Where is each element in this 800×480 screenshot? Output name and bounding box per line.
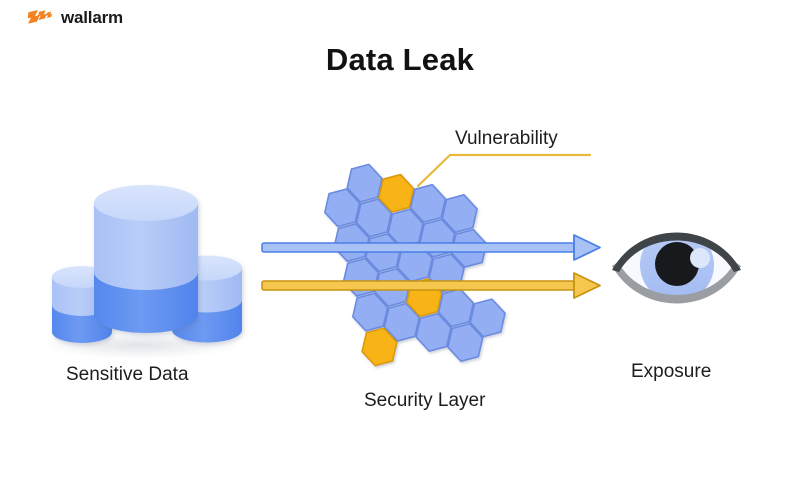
security-layer-label: Security Layer (364, 390, 486, 411)
breached-hexagon (361, 327, 398, 367)
vulnerability-callout-leader (416, 153, 592, 188)
database-cylinder-large (94, 185, 198, 333)
hexagon-mesh-icon (324, 163, 506, 367)
sensitive-data-label: Sensitive Data (66, 364, 189, 385)
brand-logo: wallarm (28, 8, 123, 26)
leak-flow-arrow (261, 272, 601, 299)
database-cylinders-icon (40, 185, 242, 359)
breached-hexagon (378, 173, 415, 213)
data-flow-arrow (261, 234, 601, 261)
brand-name: wallarm (61, 7, 123, 27)
vulnerability-label: Vulnerability (455, 128, 558, 149)
wallarm-bolt-logo-icon (28, 10, 53, 24)
eye-icon (612, 232, 741, 304)
exposure-label: Exposure (631, 361, 712, 382)
page-title: Data Leak (325, 42, 475, 77)
